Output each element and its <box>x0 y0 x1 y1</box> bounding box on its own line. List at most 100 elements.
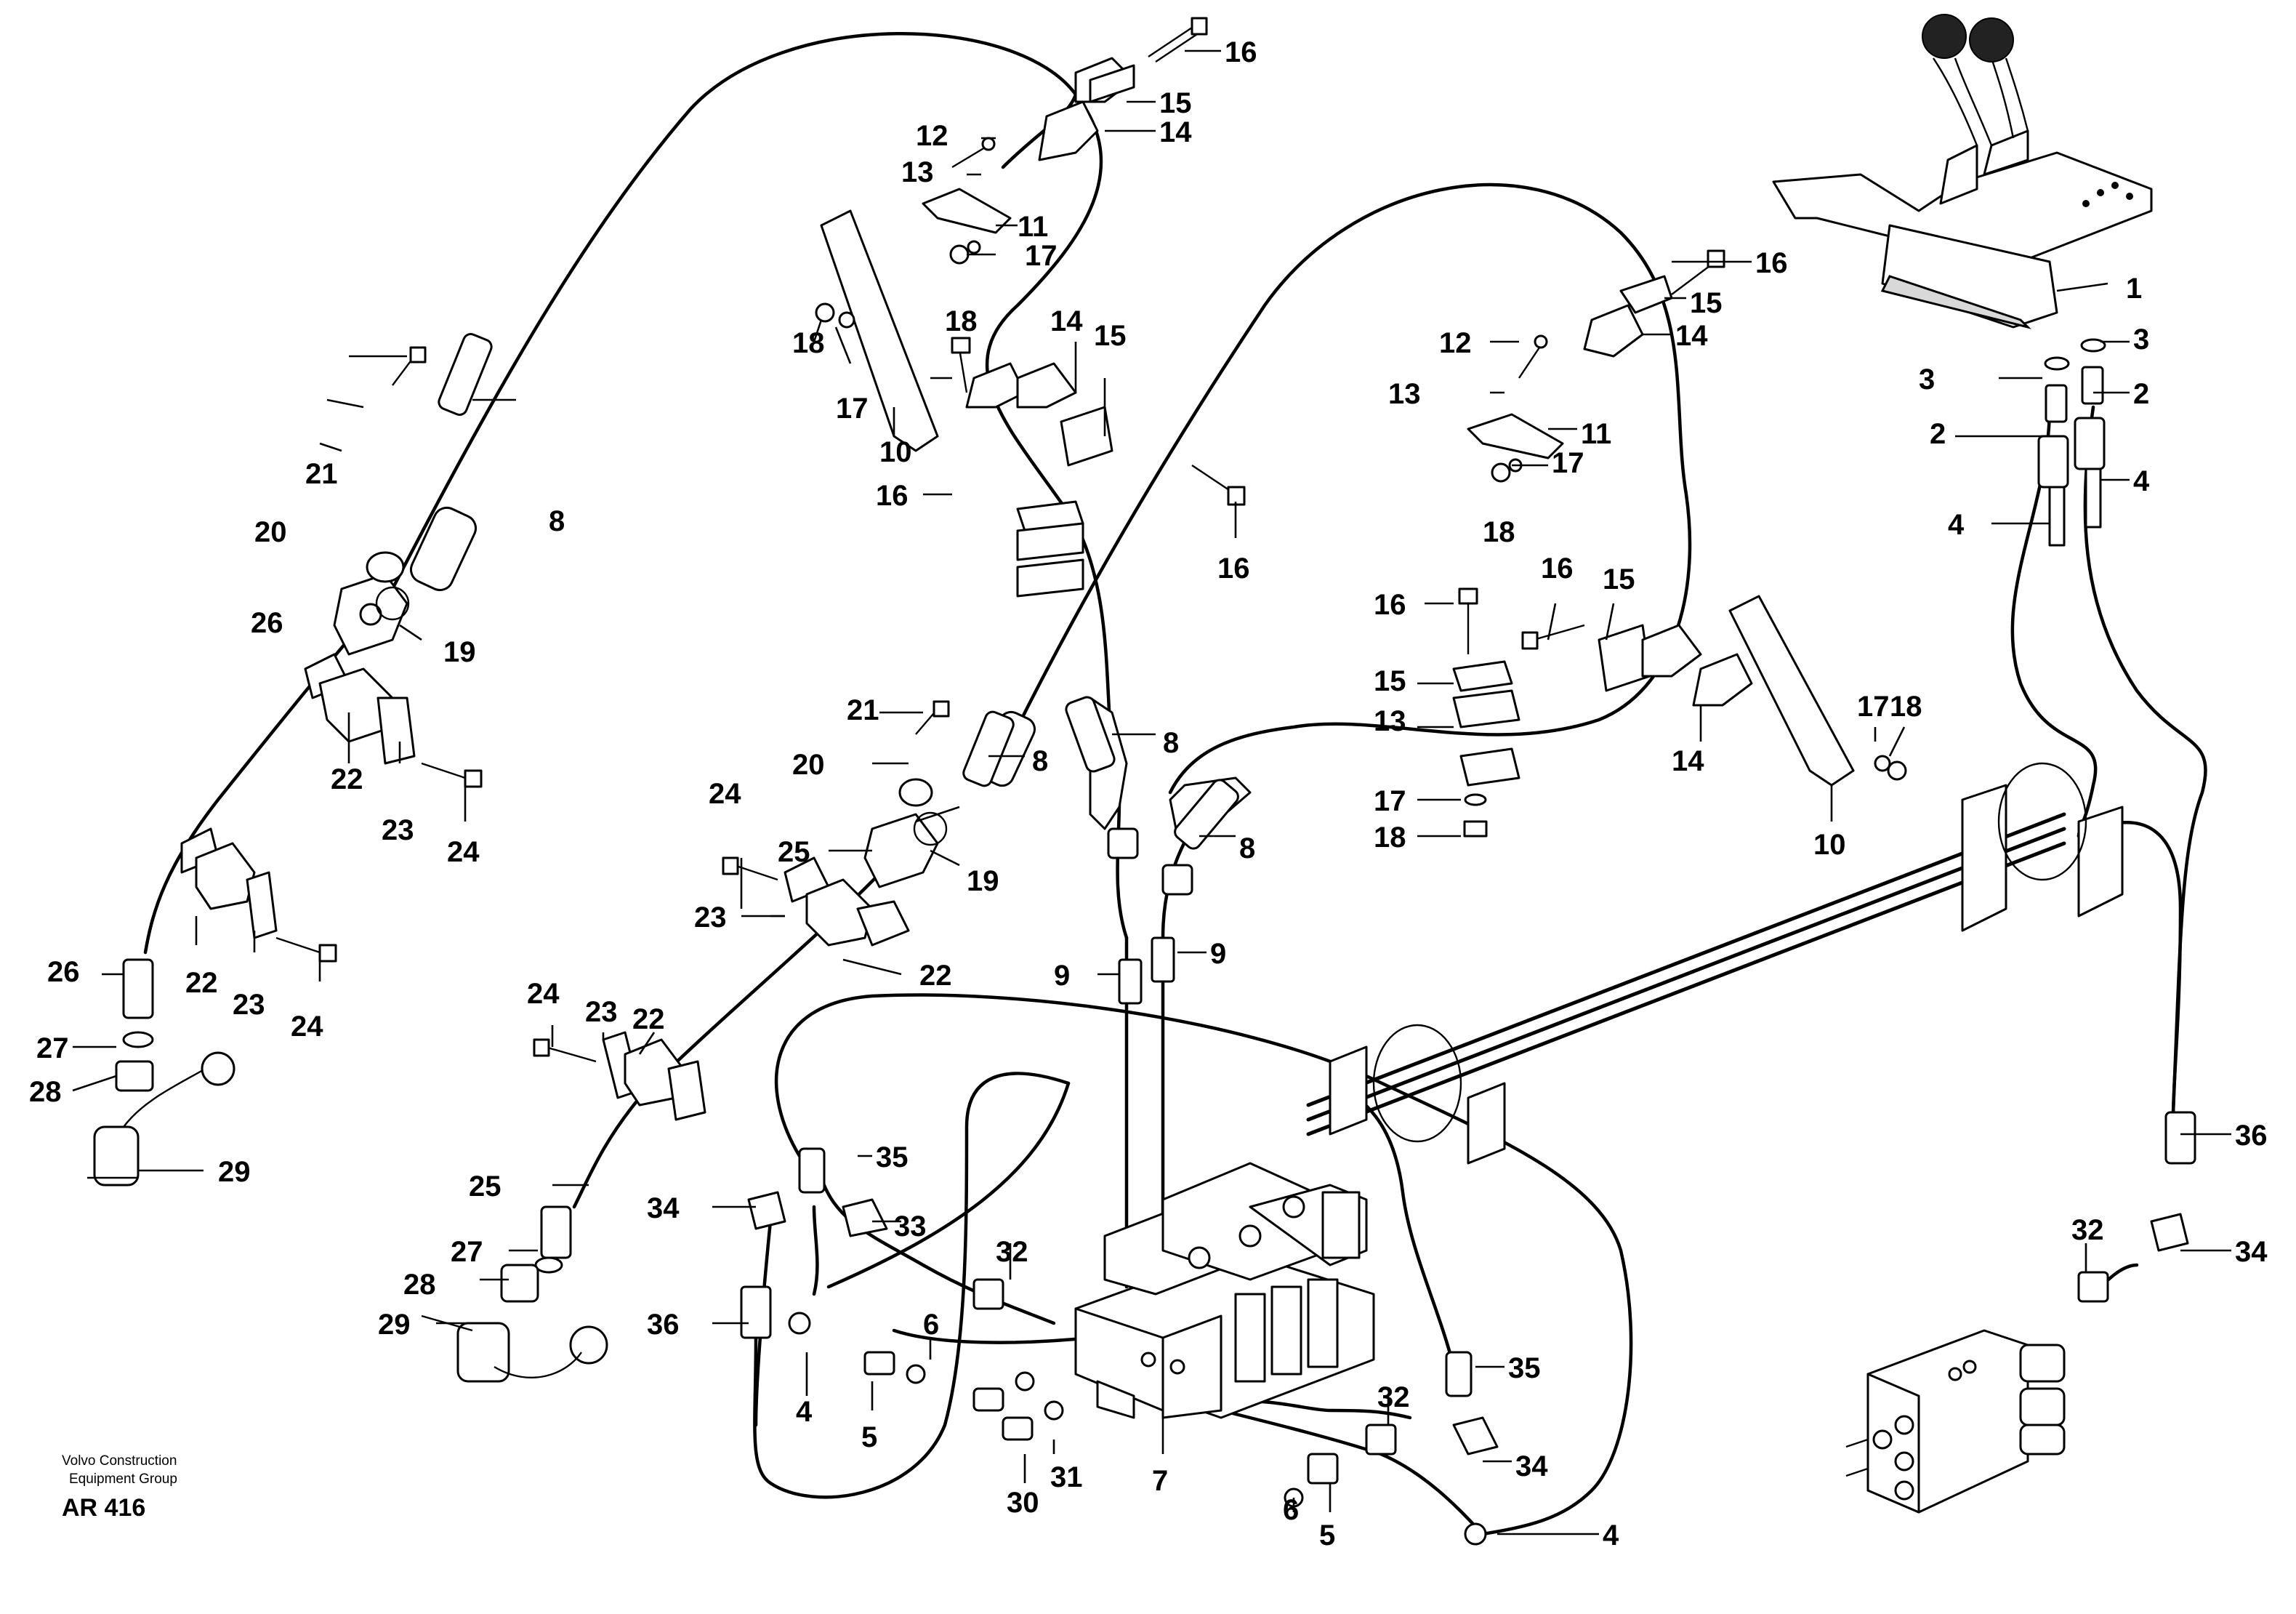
pipe-long-3 <box>1306 812 2066 1107</box>
credit-line-1: Volvo Construction <box>62 1453 177 1469</box>
quick-coupler-left <box>87 958 608 1383</box>
callout-17: 17 <box>1374 785 1406 817</box>
callout-36: 36 <box>647 1309 680 1341</box>
callout-24: 24 <box>291 1011 323 1043</box>
main-control-valve <box>1074 1162 1375 1419</box>
callout-6: 6 <box>923 1309 939 1341</box>
callout-27: 27 <box>451 1236 483 1268</box>
auxiliary-valve-block <box>1845 1329 2066 1514</box>
callout-4: 4 <box>2133 465 2150 497</box>
callout-16: 16 <box>1374 589 1406 621</box>
callout-11: 11 <box>1018 211 1048 243</box>
callout-24: 24 <box>527 978 560 1010</box>
hose-ends-8 <box>438 333 1239 850</box>
callout-16: 16 <box>1225 36 1257 68</box>
callout-33: 33 <box>894 1210 927 1242</box>
hose-lower-left <box>753 1072 1071 1499</box>
callout-27: 27 <box>36 1032 69 1064</box>
hose-center-loop <box>1015 182 1692 795</box>
callout-23: 23 <box>585 996 618 1028</box>
callout-26: 26 <box>251 607 283 639</box>
pipe-support-bracket <box>1329 762 2124 1165</box>
callout-16: 16 <box>876 480 909 512</box>
drawing-code: AR 416 <box>62 1494 145 1522</box>
callout-25: 25 <box>778 836 810 868</box>
hose-5-right <box>1219 1408 1485 1536</box>
callout-20: 20 <box>254 516 287 548</box>
hose-lower-loop <box>774 993 1633 1536</box>
callout-25: 25 <box>469 1171 502 1203</box>
callout-28: 28 <box>403 1269 436 1301</box>
callout-32: 32 <box>996 1236 1028 1268</box>
callout-29: 29 <box>378 1309 411 1341</box>
callout-3: 3 <box>1919 364 1935 396</box>
callout-18: 18 <box>792 327 825 359</box>
hose-8-a <box>1116 798 1129 940</box>
callout-18: 18 <box>1483 516 1515 548</box>
hose-left-down <box>143 587 395 955</box>
fittings <box>740 827 2196 1546</box>
callout-20: 20 <box>792 749 825 781</box>
callout-15: 15 <box>1159 87 1192 119</box>
callout-23: 23 <box>382 814 414 846</box>
callout-13: 13 <box>1388 378 1421 410</box>
callout-15: 15 <box>1094 320 1127 352</box>
callout-32: 32 <box>2071 1214 2104 1246</box>
callout-16: 16 <box>1217 553 1250 585</box>
callout-35: 35 <box>1508 1352 1541 1384</box>
callout-15: 15 <box>1374 665 1406 697</box>
hose-35-right <box>1335 1081 1456 1369</box>
callout-22: 22 <box>185 967 218 999</box>
hose-right-a <box>2010 405 2098 838</box>
callout-8: 8 <box>1032 745 1048 777</box>
callout-34: 34 <box>2235 1236 2268 1268</box>
callout-14: 14 <box>1159 116 1192 148</box>
pipe-long-2 <box>1306 841 2066 1136</box>
callout-4: 4 <box>1603 1519 1619 1551</box>
callout-24: 24 <box>709 778 741 810</box>
callout-17: 17 <box>1552 447 1584 479</box>
parts <box>87 14 2196 1546</box>
callout-7: 7 <box>1152 1465 1168 1497</box>
callout-29: 29 <box>218 1156 251 1188</box>
callout-36: 36 <box>2235 1120 2268 1152</box>
callout-13: 13 <box>901 156 934 188</box>
callout-22: 22 <box>919 960 952 992</box>
callout-16: 16 <box>1541 553 1574 585</box>
nuts-washers <box>375 240 1907 846</box>
callout-14: 14 <box>1672 745 1704 777</box>
callout-19: 19 <box>443 636 476 668</box>
callout-18: 18 <box>945 305 978 337</box>
callout-31: 31 <box>1050 1461 1083 1493</box>
callout-17: 17 <box>1025 240 1058 272</box>
callout-34: 34 <box>647 1192 680 1224</box>
callout-17: 17 <box>1857 691 1890 723</box>
callout-24: 24 <box>447 836 480 868</box>
hose-right-b <box>2083 405 2207 1115</box>
leader-lines <box>72 49 2231 1535</box>
callout-14: 14 <box>1675 320 1708 352</box>
right-fittings <box>2037 338 2106 547</box>
callout-22: 22 <box>632 1003 665 1035</box>
callout-18: 18 <box>1890 691 1922 723</box>
callout-14: 13 <box>1374 705 1406 737</box>
callout-21: 21 <box>305 458 338 490</box>
callout-18: 18 <box>1374 822 1406 854</box>
callout-16: 16 <box>1755 247 1788 279</box>
pilot-control-unit <box>1772 14 2153 329</box>
hose-5-left <box>892 1328 1092 1344</box>
callout-22: 22 <box>331 763 363 795</box>
callout-26: 26 <box>47 956 80 988</box>
callout-5: 5 <box>861 1421 877 1453</box>
credit-block: Volvo Construction Equipment Group AR 41… <box>62 1453 177 1522</box>
hose-35-left <box>812 1205 819 1296</box>
callout-11: 11 <box>1581 418 1611 450</box>
callout-17: 17 <box>836 393 869 425</box>
callout-32: 32 <box>1377 1381 1410 1413</box>
callout-15: 15 <box>1690 287 1723 319</box>
callout-9: 9 <box>1210 938 1226 970</box>
callout-21: 21 <box>847 694 879 726</box>
callout-34: 34 <box>1515 1450 1548 1482</box>
callout-12: 12 <box>1439 327 1472 359</box>
